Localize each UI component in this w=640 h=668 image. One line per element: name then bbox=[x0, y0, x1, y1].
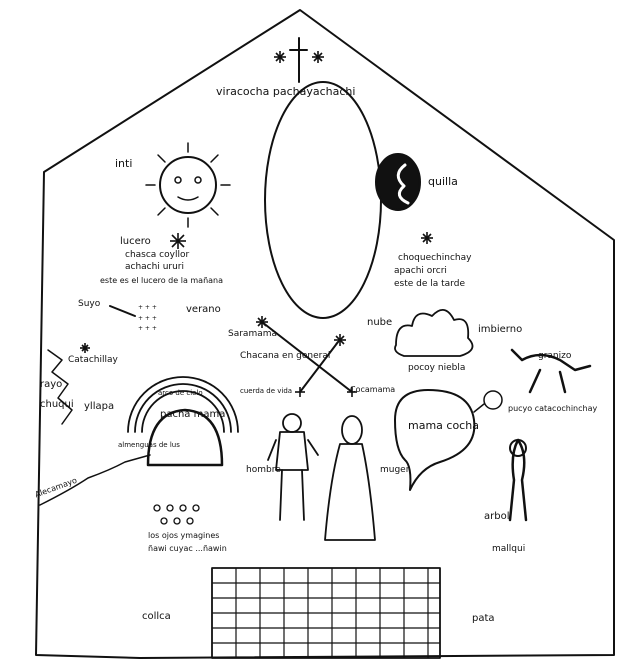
temple-outline bbox=[35, 9, 615, 659]
label-evening-star-2: apachi orcri bbox=[394, 266, 447, 276]
label-catachillay: Catachillay bbox=[68, 355, 118, 365]
sun-disc bbox=[159, 156, 217, 214]
man-figure bbox=[267, 413, 319, 521]
svg-text:+ + +: + + + bbox=[138, 315, 157, 322]
label-morning-star-3: achachi ururi bbox=[125, 262, 185, 272]
label-mallqui: mallqui bbox=[492, 544, 526, 554]
label-stars-general: Chacana en general bbox=[240, 351, 331, 361]
label-fog: pocoy niebla bbox=[408, 363, 466, 373]
label-man-note: cuerda de vida bbox=[240, 387, 293, 395]
tree-shape bbox=[508, 438, 528, 522]
label-moon: quilla bbox=[428, 175, 458, 188]
river-line bbox=[39, 454, 151, 506]
label-suyo: Suyo bbox=[78, 299, 101, 309]
label-eyes-1: los ojos ymagines bbox=[148, 531, 220, 540]
label-poquoy: pucyo catacochinchay bbox=[508, 404, 598, 413]
label-small-spring: almenguas de lus bbox=[118, 441, 180, 449]
label-sea: mama cocha bbox=[408, 419, 479, 432]
label-saramama: Saramama bbox=[228, 329, 278, 339]
label-pata: pata bbox=[472, 613, 495, 624]
label-evening-star-3: este de la tarde bbox=[394, 279, 465, 289]
label-rainbow: arco de cielo bbox=[158, 389, 203, 397]
label-morning-star-4: este es el lucero de la mañana bbox=[100, 276, 224, 285]
label-hail: granizo bbox=[538, 351, 572, 361]
label-lightning-3: yllapa bbox=[84, 401, 115, 412]
feline-shape bbox=[510, 348, 592, 394]
moon-shape bbox=[375, 153, 421, 211]
label-evening-star-1: choquechinchay bbox=[398, 253, 472, 263]
pachamama-mound bbox=[146, 408, 224, 467]
label-tree: arbol bbox=[484, 511, 510, 522]
label-cloud: nube bbox=[367, 317, 393, 328]
label-morning-star-2: chasca coyllor bbox=[125, 250, 190, 260]
svg-text:+ + +: + + + bbox=[138, 304, 157, 311]
label-summer: verano bbox=[186, 304, 221, 315]
label-eyes-2: ñawi cuyac ...ñawin bbox=[148, 544, 227, 553]
label-pachamama: pacha mama bbox=[160, 409, 226, 420]
label-lightning-2: chuqui bbox=[40, 399, 74, 410]
label-woman: muger bbox=[380, 465, 410, 475]
woman-figure bbox=[324, 415, 376, 541]
label-sun: inti bbox=[115, 157, 133, 170]
cloud-shape bbox=[394, 309, 474, 357]
label-morning-star-1: lucero bbox=[120, 236, 151, 247]
label-man: hombre bbox=[246, 465, 281, 475]
sea-bubble bbox=[394, 389, 476, 491]
label-lightning-1: rayo bbox=[40, 379, 63, 390]
label-cocamama: Cocamama bbox=[350, 385, 396, 394]
label-viracocha: viracocha pachayachachi bbox=[216, 85, 356, 98]
label-colca: collca bbox=[142, 611, 171, 622]
label-winter: imbierno bbox=[478, 324, 523, 335]
central-oval bbox=[264, 81, 382, 319]
svg-text:+ + +: + + + bbox=[138, 325, 157, 332]
